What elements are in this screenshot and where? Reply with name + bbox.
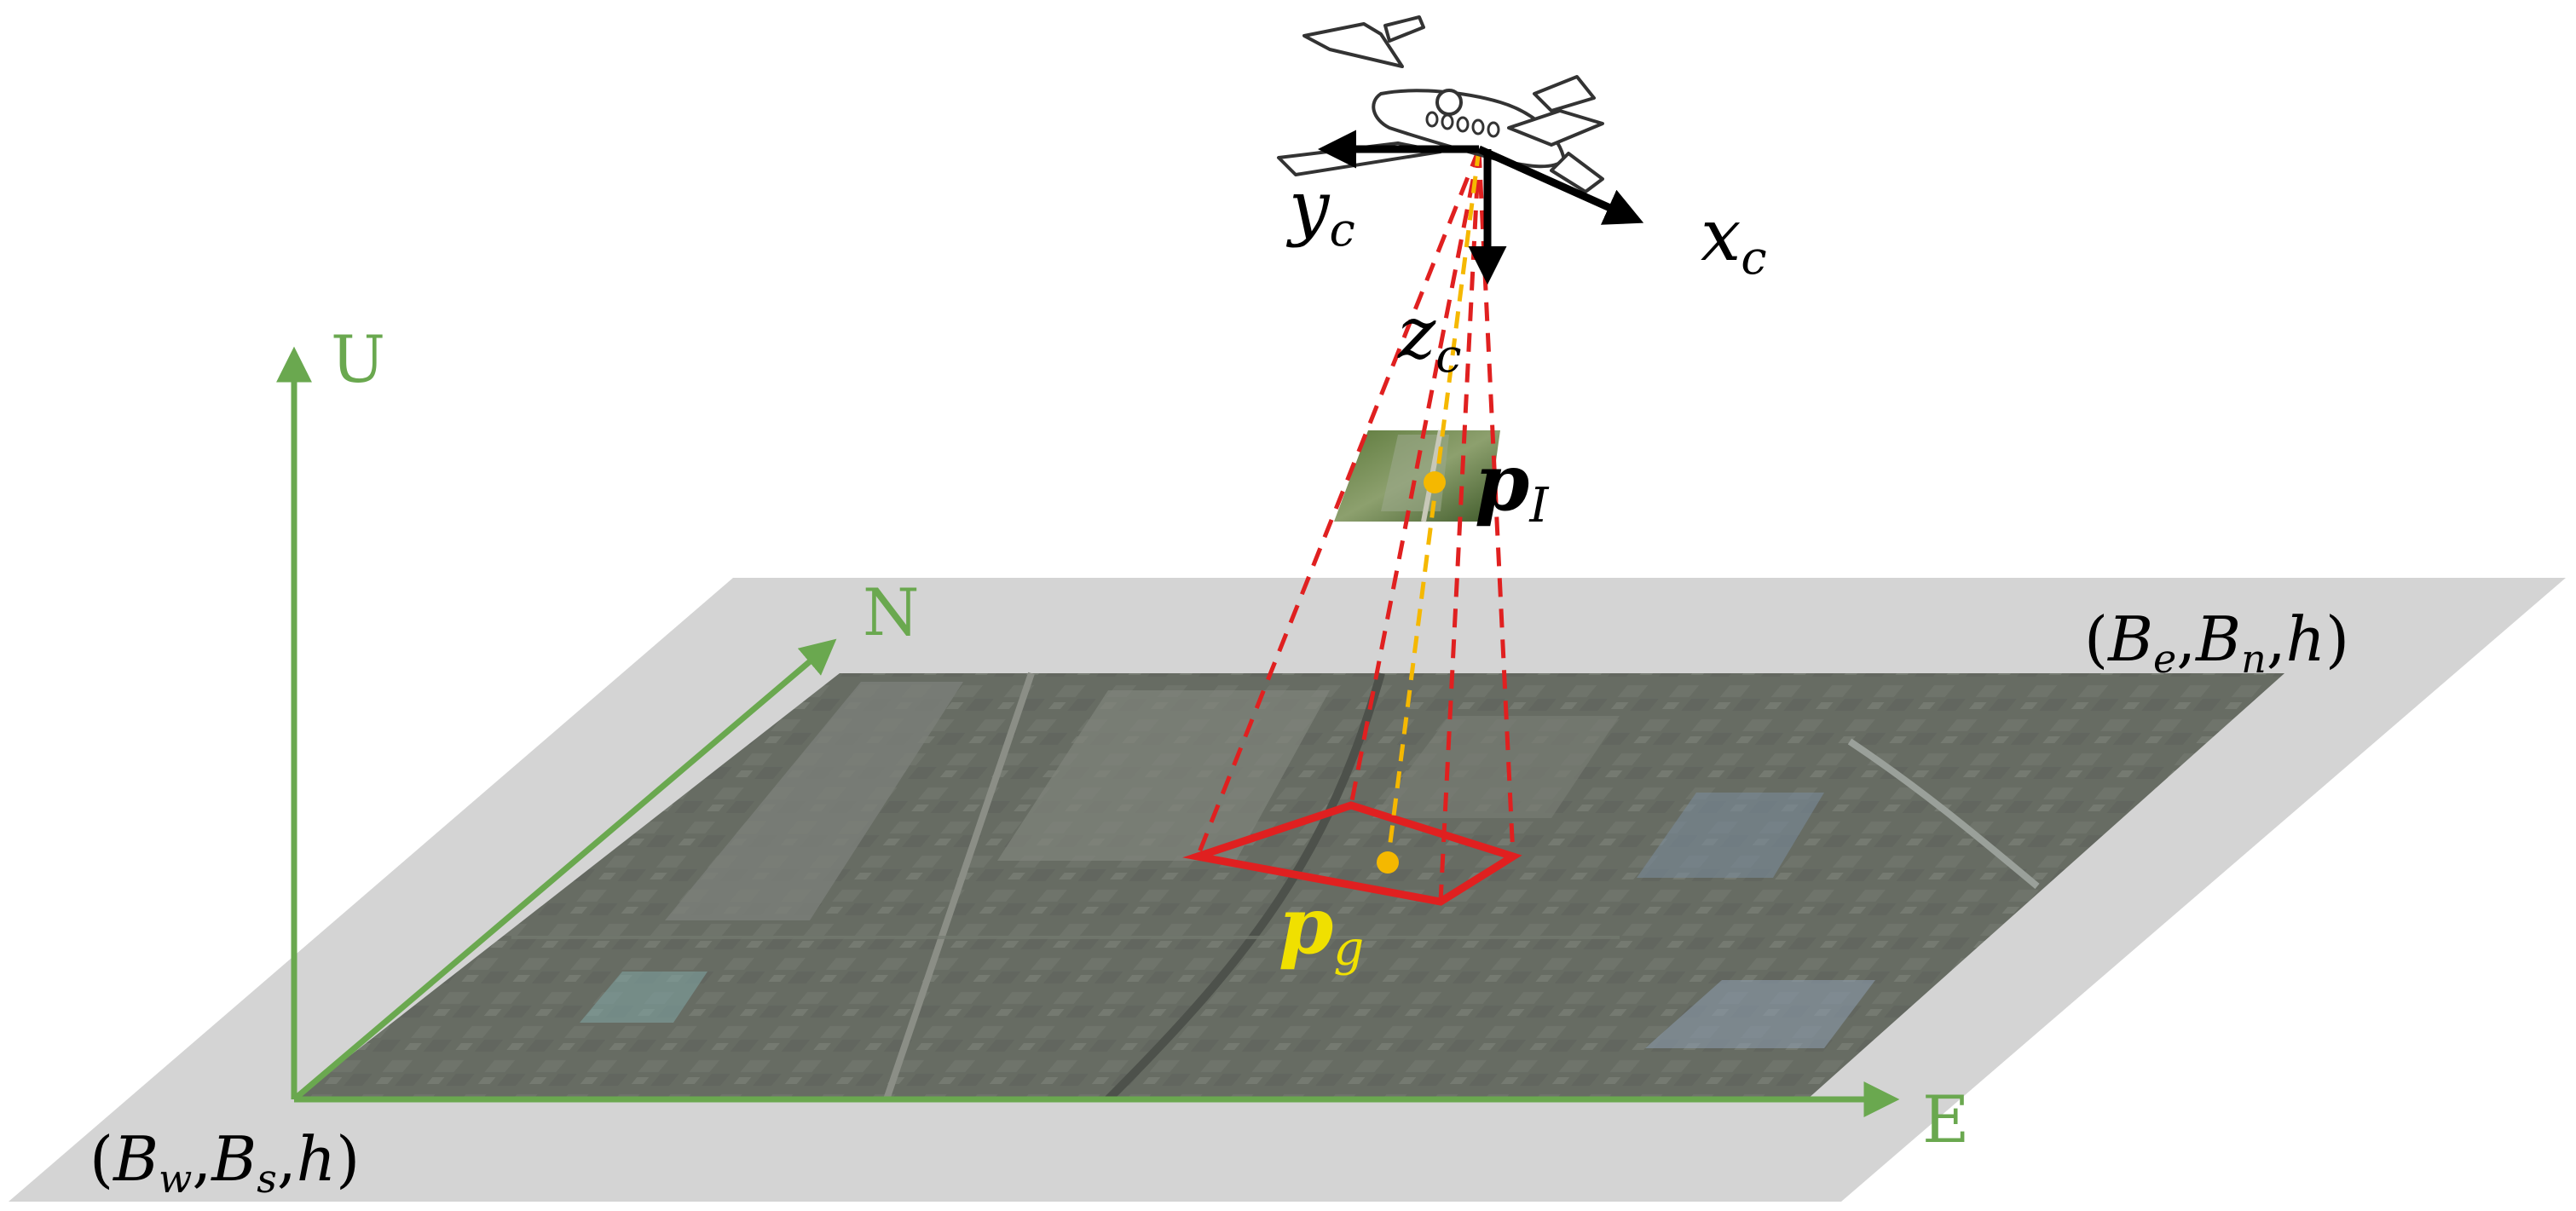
ground-point-label: pg [1279,879,1364,977]
image-point-marker [1424,471,1446,493]
axis-north [292,638,837,1102]
projection-ray [1385,148,1481,863]
ground-point-marker [1377,851,1399,874]
axis-north-label: N [863,574,920,650]
camera-axis-y-label: yc [1285,165,1355,257]
camera-axes [1318,130,1644,285]
ground-footprint [1182,801,1522,906]
corner-southwest: (Bw,Bs,h) [90,1123,360,1202]
satellite-map [294,672,2284,1103]
axis-east-label: E [1922,1081,1969,1157]
aircraft-icon [1277,15,1604,193]
camera-axis-z-label: zc [1397,291,1462,383]
corner-northeast: (Be,Bn,h) [2084,603,2349,682]
camera-axis-x-label: xc [1701,193,1767,285]
axis-up-label: U [331,321,385,397]
world-axes [276,346,1900,1117]
camera-axis-x [1477,145,1644,225]
image-point-label: pI [1475,436,1550,533]
